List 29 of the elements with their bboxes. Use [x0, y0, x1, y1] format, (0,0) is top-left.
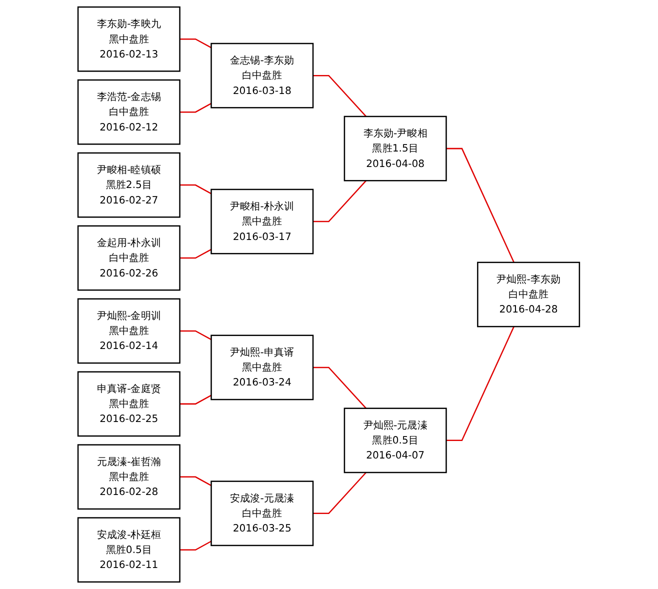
connector [446, 148, 515, 263]
node-box: 李东勋-尹畯相 黑胜1.5目 2016-04-08 [344, 116, 448, 182]
node-box: 金起用-朴永训 白中盘胜 2016-02-26 [78, 225, 181, 291]
connector [313, 472, 367, 514]
connector [180, 330, 212, 340]
node-box: 安成浚-元晟溱 白中盘胜 2016-03-25 [210, 480, 314, 546]
connector [180, 102, 212, 113]
node-box: 安成浚-朴廷桓 黑胜0.5目 2016-02-11 [78, 517, 181, 583]
connector [180, 38, 212, 48]
connector [180, 394, 212, 405]
connector [313, 366, 367, 409]
node-box: 李东勋-李映九 黑中盘胜 2016-02-13 [78, 6, 181, 72]
node-box: 尹畯相-睦镇硕 黑胜2.5目 2016-02-27 [78, 152, 181, 218]
node-box: 李浩范-金志锡 白中盘胜 2016-02-12 [78, 79, 181, 145]
node-box: 尹灿熙-李东勋 白中盘胜 2016-04-28 [477, 262, 580, 328]
connector [180, 248, 212, 259]
connector [180, 476, 212, 486]
connector [313, 74, 367, 117]
node-box: 尹灿熙-元晟溱 黑胜0.5目 2016-04-07 [344, 408, 448, 474]
connector [446, 326, 515, 442]
connector [180, 540, 212, 550]
node-box: 元晟溱-崔哲瀚 黑中盘胜 2016-02-28 [78, 444, 181, 510]
node-box: 尹灿熙-金明训 黑中盘胜 2016-02-14 [78, 298, 181, 364]
node-box: 金志锡-李东勋 白中盘胜 2016-03-18 [210, 42, 314, 108]
connector [313, 180, 367, 222]
connector [180, 184, 212, 194]
node-box: 尹畯相-朴永训 黑中盘胜 2016-03-17 [210, 188, 314, 254]
node-box: 尹灿熙-申真谞 黑中盘胜 2016-03-24 [210, 334, 314, 400]
node-box: 申真谞-金庭贤 黑中盘胜 2016-02-25 [78, 371, 181, 437]
